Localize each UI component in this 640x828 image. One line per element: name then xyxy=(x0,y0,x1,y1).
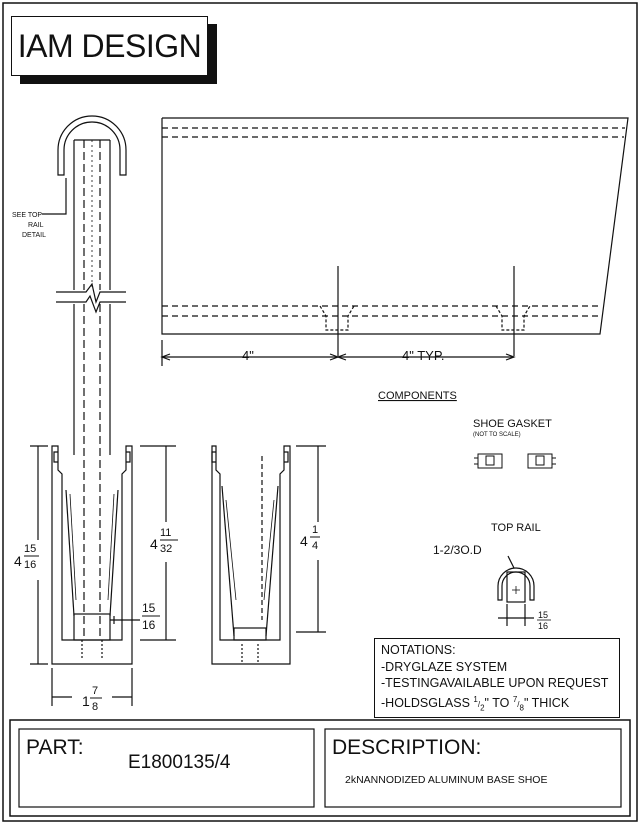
see-top-rail-line3: DETAIL xyxy=(22,232,46,239)
part-box xyxy=(18,728,315,808)
svg-text:7: 7 xyxy=(92,685,98,697)
top-rail-od-label: 1-2/3O.D xyxy=(433,543,482,557)
svg-text:16: 16 xyxy=(24,559,36,571)
dim-height-left: 4 15 16 xyxy=(14,543,39,571)
top-rail-icon xyxy=(497,555,535,626)
svg-text:15: 15 xyxy=(142,601,156,615)
svg-text:4: 4 xyxy=(14,553,22,569)
components-heading: COMPONENTS xyxy=(378,390,457,402)
svg-text:16: 16 xyxy=(142,618,156,632)
dim-height-right: 4 1 4 xyxy=(300,524,320,552)
company-title: IAM DESIGN xyxy=(17,28,202,64)
notations-box: NOTATIONS: -DRYGLAZE SYSTEM -TESTINGAVAI… xyxy=(374,638,620,718)
title-box xyxy=(11,16,208,76)
see-top-rail-line1: SEE TOP xyxy=(12,212,42,219)
dim-width: 1 7 8 xyxy=(82,685,102,713)
svg-text:32: 32 xyxy=(160,543,172,555)
notations-heading: NOTATIONS: xyxy=(381,643,456,657)
notation-item: -TESTINGAVAILABLE UPON REQUEST xyxy=(381,676,609,690)
dim-4in: 4" xyxy=(242,348,254,363)
base-shoe-section-middle xyxy=(211,445,326,665)
svg-text:15: 15 xyxy=(538,610,548,620)
part-number: E1800135/4 xyxy=(128,752,231,773)
notation-glass: -HOLDSGLASS 1/2" TO 7/8" THICK xyxy=(381,694,570,713)
svg-text:11: 11 xyxy=(160,527,171,539)
part-label: PART: xyxy=(26,736,84,759)
dim-gap: 15 16 xyxy=(142,601,160,632)
see-top-rail-line2: RAIL xyxy=(28,222,44,229)
post-section-left xyxy=(30,115,176,706)
description-text: 2kNANNODIZED ALUMINUM BASE SHOE xyxy=(345,774,547,786)
title-block-border xyxy=(9,719,631,817)
svg-text:4: 4 xyxy=(300,533,308,549)
svg-text:1: 1 xyxy=(312,524,318,536)
notation-item: -DRYGLAZE SYSTEM xyxy=(381,659,508,674)
description-box xyxy=(324,728,622,808)
svg-text:4: 4 xyxy=(150,536,158,552)
glass-panel-elevation xyxy=(160,117,629,366)
dim-4in-typ: 4" TYP. xyxy=(402,348,444,363)
shoe-gasket-label: SHOE GASKET xyxy=(473,418,552,430)
dim-rail-gap: 15 16 xyxy=(537,610,551,631)
svg-text:15: 15 xyxy=(24,543,36,555)
shoe-gasket-icons xyxy=(474,453,556,469)
top-rail-label: TOP RAIL xyxy=(491,522,541,534)
dim-height-mid: 4 11 32 xyxy=(150,527,178,555)
svg-text:1: 1 xyxy=(82,693,90,709)
description-label: DESCRIPTION: xyxy=(332,736,481,759)
not-to-scale-label: (NOT TO SCALE) xyxy=(473,432,521,438)
svg-text:16: 16 xyxy=(538,621,548,631)
svg-text:4: 4 xyxy=(312,540,318,552)
svg-text:8: 8 xyxy=(92,701,98,713)
